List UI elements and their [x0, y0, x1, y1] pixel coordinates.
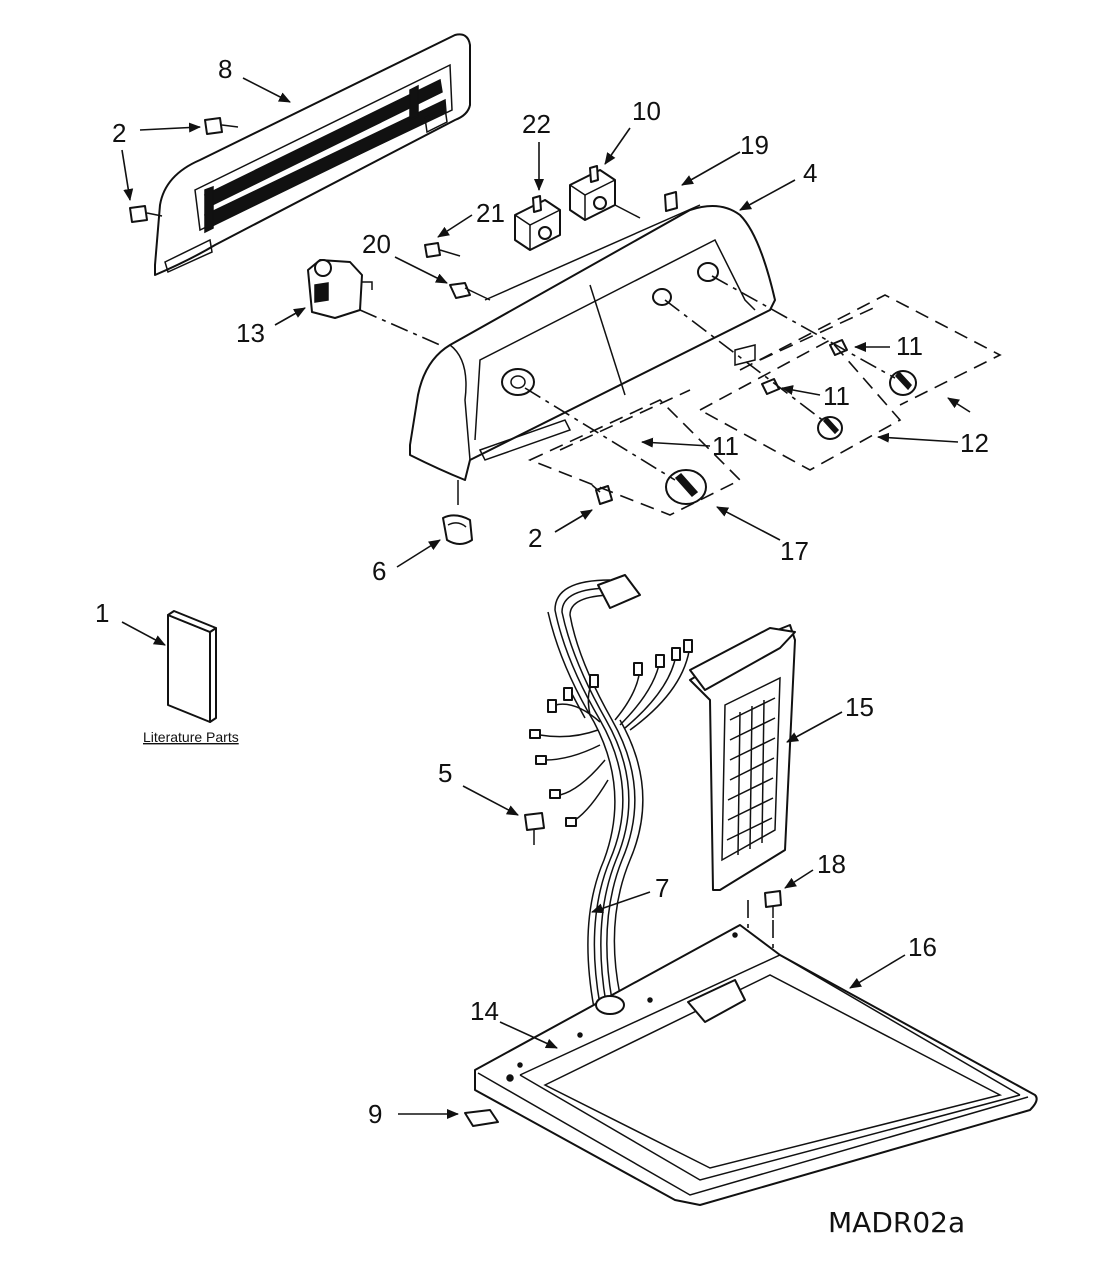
callout-labels: 8 2 22 10 19 4 21 20 13 11 11 11 12 17 2…	[95, 54, 989, 1129]
dryer-top-part	[474, 924, 1038, 1206]
callout-21: 21	[476, 198, 505, 228]
screw-part	[129, 205, 163, 223]
knob-part	[817, 416, 843, 440]
callout-4: 4	[803, 158, 817, 188]
callout-8: 8	[218, 54, 232, 84]
callout-11: 11	[823, 381, 850, 411]
spring-part	[761, 378, 780, 395]
light-part	[664, 191, 678, 212]
callout-12: 12	[960, 428, 989, 458]
wire-harness-part	[529, 574, 693, 1009]
callout-7: 7	[655, 873, 669, 903]
clip-part	[442, 480, 473, 545]
callout-17: 17	[780, 536, 809, 566]
callout-11: 11	[712, 431, 739, 461]
console-part	[409, 204, 776, 481]
rear-panel-part	[154, 33, 471, 276]
callout-2: 2	[528, 523, 542, 553]
spring-part	[829, 339, 848, 356]
screw-part	[764, 890, 782, 918]
callout-22: 22	[522, 109, 551, 139]
callout-6: 6	[372, 556, 386, 586]
callout-18: 18	[817, 849, 846, 879]
callout-19: 19	[740, 130, 769, 160]
screw-part	[204, 117, 239, 135]
switch-part	[449, 282, 491, 301]
literature-booklet-part	[167, 610, 217, 723]
lint-screen-part	[689, 624, 796, 891]
callout-20: 20	[362, 229, 391, 259]
callout-9: 9	[368, 1099, 382, 1129]
callout-16: 16	[908, 932, 937, 962]
selector-switch-part	[514, 195, 561, 251]
timer-part	[307, 259, 373, 319]
knob-part	[665, 469, 707, 505]
callout-2: 2	[112, 118, 126, 148]
selector-switch-part	[569, 165, 641, 221]
literature-parts-label: Literature Parts	[143, 729, 239, 745]
callout-1: 1	[95, 598, 109, 628]
diagram-code-label: MADR02a	[828, 1206, 965, 1239]
screw-part	[424, 242, 461, 258]
foot-pad-part	[464, 1109, 499, 1127]
leader-lines	[121, 77, 971, 1119]
callout-13: 13	[236, 318, 265, 348]
callout-5: 5	[438, 758, 452, 788]
callout-14: 14	[470, 996, 499, 1026]
callout-10: 10	[632, 96, 661, 126]
callout-11: 11	[896, 331, 923, 361]
knob-part	[889, 370, 917, 396]
callout-15: 15	[845, 692, 874, 722]
screw-part	[524, 812, 545, 845]
